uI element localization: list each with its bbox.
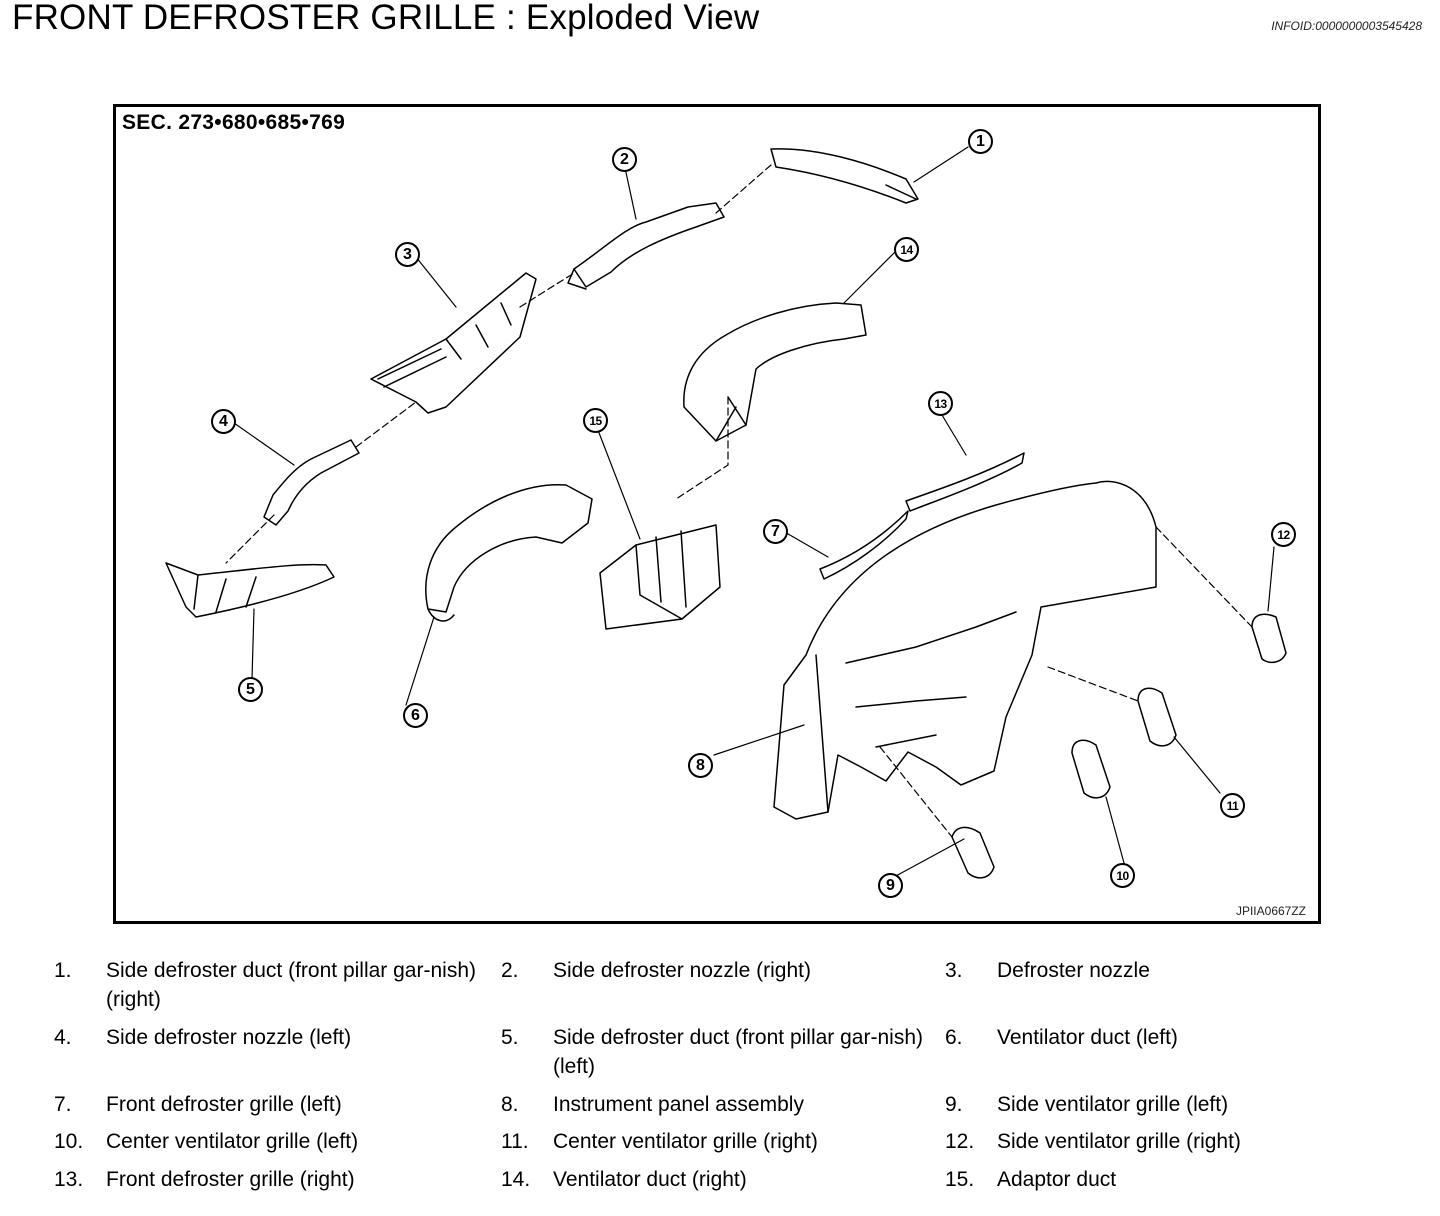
legend-text: Defroster nozzle xyxy=(997,959,1150,982)
part-7-front-defroster-grille-left xyxy=(819,510,909,580)
legend-text: Center ventilator grille (left) xyxy=(106,1130,359,1153)
callout-1: 1 xyxy=(968,129,993,154)
part-5-side-defroster-duct-left xyxy=(165,562,335,618)
legend-item: 10. Center ventilator grille (left) xyxy=(54,1127,476,1156)
legend-item: 5. Side defroster duct (front pillar gar… xyxy=(501,1023,923,1081)
legend-item: 12. Side ventilator grille (right) xyxy=(945,1127,1367,1156)
legend-text: Front defroster grille (left) xyxy=(106,1093,342,1116)
diagram-drawing xyxy=(165,146,1287,879)
part-12-side-ventilator-grille-right xyxy=(1251,613,1287,664)
legend-text: Side ventilator grille (left) xyxy=(997,1093,1229,1116)
legend-number: 12. xyxy=(945,1130,975,1153)
callout-11: 11 xyxy=(1220,793,1245,818)
legend-item: 3. Defroster nozzle xyxy=(945,956,1367,985)
assembly-lines xyxy=(225,164,1253,838)
legend-number: 9. xyxy=(945,1093,963,1116)
callout-9: 9 xyxy=(878,873,903,898)
legend-number: 10. xyxy=(54,1130,84,1153)
part-3-defroster-nozzle xyxy=(370,272,537,414)
legend-text: Instrument panel assembly xyxy=(553,1093,804,1116)
page-title: FRONT DEFROSTER GRILLE : Exploded View xyxy=(12,0,760,37)
legend-text: Center ventilator grille (right) xyxy=(553,1130,818,1153)
legend-item: 11. Center ventilator grille (right) xyxy=(501,1127,923,1156)
part-8-instrument-panel-assembly xyxy=(773,480,1157,820)
legend-item: 13. Front defroster grille (right) xyxy=(54,1165,476,1194)
callout-13: 13 xyxy=(928,391,953,416)
callout-15: 15 xyxy=(583,408,608,433)
leader-lines xyxy=(233,146,1275,878)
part-4-side-defroster-nozzle-left xyxy=(263,439,360,526)
legend-text: Front defroster grille (right) xyxy=(106,1168,355,1191)
legend-number: 3. xyxy=(945,959,963,982)
legend-number: 4. xyxy=(54,1026,72,1049)
legend-text: Ventilator duct (left) xyxy=(997,1026,1178,1049)
legend-text: Side ventilator grille (right) xyxy=(997,1130,1241,1153)
part-2-side-defroster-nozzle-right xyxy=(567,202,725,290)
callout-4: 4 xyxy=(211,409,236,434)
legend-item: 15. Adaptor duct xyxy=(945,1165,1367,1194)
part-14-ventilator-duct-right xyxy=(683,302,867,442)
part-15-adaptor-duct xyxy=(599,524,721,630)
part-10-center-ventilator-grille-left xyxy=(1071,739,1111,799)
callout-7: 7 xyxy=(763,519,788,544)
legend-number: 14. xyxy=(501,1168,531,1191)
legend-text: Side defroster nozzle (right) xyxy=(553,959,811,982)
info-id: INFOID:0000000003545428 xyxy=(1271,19,1422,33)
legend-number: 15. xyxy=(945,1168,975,1191)
part-11-center-ventilator-grille-right xyxy=(1137,687,1177,747)
legend-number: 8. xyxy=(501,1093,519,1116)
callout-3: 3 xyxy=(395,242,420,267)
legend-number: 2. xyxy=(501,959,519,982)
legend-number: 7. xyxy=(54,1093,72,1116)
legend-number: 5. xyxy=(501,1026,519,1049)
legend-item: 7. Front defroster grille (left) xyxy=(54,1090,476,1119)
callout-2: 2 xyxy=(612,147,637,172)
callout-8: 8 xyxy=(688,753,713,778)
part-13-front-defroster-grille-right xyxy=(905,452,1025,512)
legend-item: 14. Ventilator duct (right) xyxy=(501,1165,923,1194)
part-1-side-defroster-duct-right xyxy=(770,148,919,204)
figure-code: JPIIA0667ZZ xyxy=(1235,904,1306,918)
legend-text: Side defroster duct (front pillar gar-ni… xyxy=(106,959,476,1011)
callout-14: 14 xyxy=(894,237,919,262)
legend-item: 2. Side defroster nozzle (right) xyxy=(501,956,923,985)
exploded-view-diagram: SEC. 273•680•685•769 JPIIA0667ZZ 1 2 3 4… xyxy=(113,104,1321,924)
callout-12: 12 xyxy=(1271,522,1296,547)
legend-text: Side defroster nozzle (left) xyxy=(106,1026,352,1049)
legend-number: 11. xyxy=(501,1130,529,1153)
legend-number: 6. xyxy=(945,1026,963,1049)
legend-number: 1. xyxy=(54,959,72,982)
callout-5: 5 xyxy=(238,677,263,702)
legend-text: Adaptor duct xyxy=(997,1168,1117,1191)
callout-10: 10 xyxy=(1110,863,1135,888)
legend-item: 6. Ventilator duct (left) xyxy=(945,1023,1367,1052)
legend-item: 8. Instrument panel assembly xyxy=(501,1090,923,1119)
legend-number: 13. xyxy=(54,1168,84,1191)
section-label: SEC. 273•680•685•769 xyxy=(122,111,346,134)
callout-6: 6 xyxy=(403,703,428,728)
part-9-side-ventilator-grille-left xyxy=(951,826,995,879)
legend-item: 1. Side defroster duct (front pillar gar… xyxy=(54,956,476,1014)
part-6-ventilator-duct-left xyxy=(425,483,593,622)
legend-item: 9. Side ventilator grille (left) xyxy=(945,1090,1367,1119)
legend-text: Ventilator duct (right) xyxy=(553,1168,747,1191)
legend-item: 4. Side defroster nozzle (left) xyxy=(54,1023,476,1052)
legend-text: Side defroster duct (front pillar gar-ni… xyxy=(553,1026,923,1078)
